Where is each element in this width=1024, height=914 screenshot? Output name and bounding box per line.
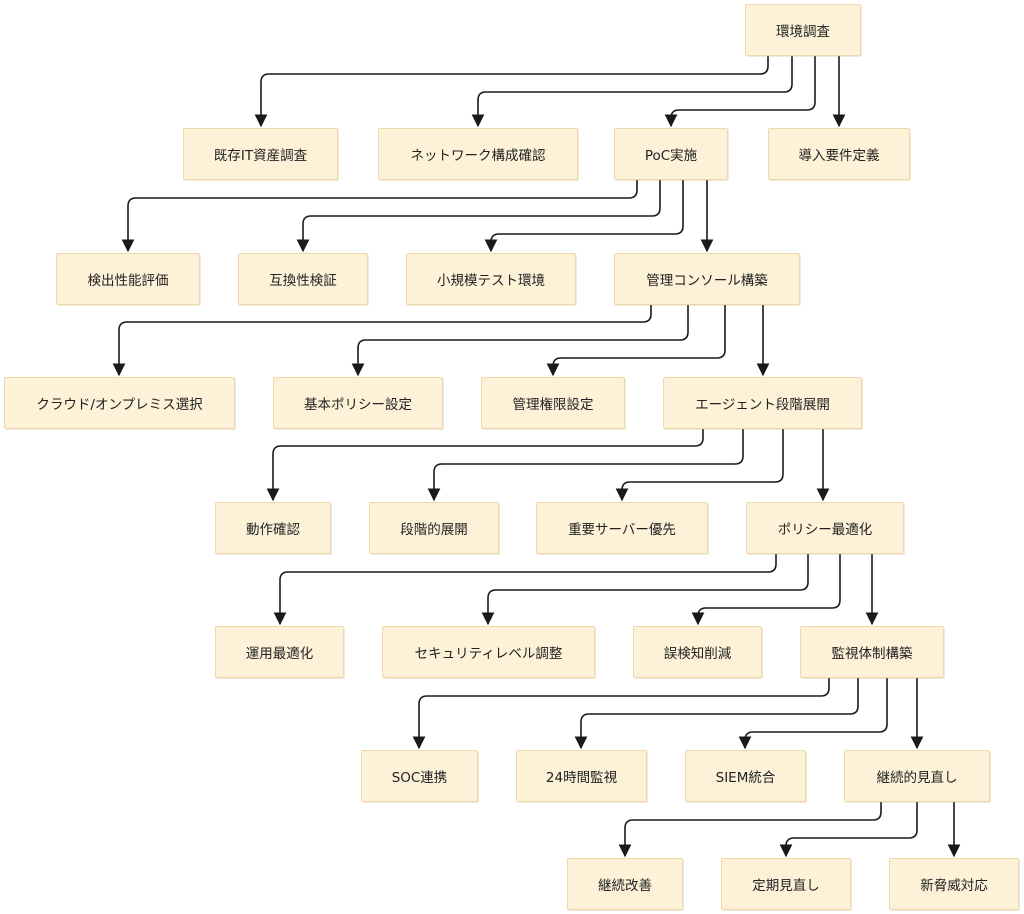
node-n24[interactable]: 継続的見直し: [844, 750, 990, 802]
node-n16[interactable]: ポリシー最適化: [746, 502, 904, 554]
edge-n16-n17: [273, 554, 777, 626]
edge-n12-n13: [266, 429, 704, 502]
node-n21[interactable]: SOC連携: [361, 750, 478, 802]
edge-n24-n25: [618, 802, 882, 858]
node-n26[interactable]: 定期見直し: [721, 858, 851, 910]
edge-n12-n15: [615, 429, 784, 502]
edge-n3-n6: [296, 180, 661, 253]
node-n5[interactable]: 検出性能評価: [56, 253, 200, 305]
edge-n8-n10: [351, 305, 689, 377]
node-n18[interactable]: セキュリティレベル調整: [382, 626, 595, 678]
edge-n8-n9: [112, 305, 652, 377]
node-n4[interactable]: 導入要件定義: [768, 128, 910, 180]
node-n19[interactable]: 誤検知削減: [633, 626, 762, 678]
node-n1[interactable]: 既存IT資産調査: [183, 128, 338, 180]
node-n2[interactable]: ネットワーク構成確認: [378, 128, 578, 180]
edge-root-n1: [254, 56, 769, 128]
edge-n24-n26: [779, 802, 918, 858]
node-n9[interactable]: クラウド/オンプレミス選択: [4, 377, 235, 429]
node-root[interactable]: 環境調査: [745, 4, 861, 56]
node-n11[interactable]: 管理権限設定: [481, 377, 625, 429]
node-n17[interactable]: 運用最適化: [215, 626, 344, 678]
edge-n16-n19: [691, 554, 841, 626]
node-n13[interactable]: 動作確認: [215, 502, 331, 554]
edge-n20-n23: [738, 678, 888, 750]
edge-root-n3: [664, 56, 816, 128]
edge-n3-n7: [484, 180, 684, 253]
node-n25[interactable]: 継続改善: [567, 858, 683, 910]
node-n20[interactable]: 監視体制構築: [800, 626, 944, 678]
node-n6[interactable]: 互換性検証: [238, 253, 368, 305]
node-n23[interactable]: SIEM統合: [685, 750, 806, 802]
node-n3[interactable]: PoC実施: [614, 128, 728, 180]
node-n14[interactable]: 段階的展開: [369, 502, 499, 554]
edge-n8-n11: [546, 305, 726, 377]
edge-n20-n21: [412, 678, 830, 750]
edge-n12-n14: [427, 429, 744, 502]
node-n15[interactable]: 重要サーバー優先: [536, 502, 708, 554]
node-n10[interactable]: 基本ポリシー設定: [273, 377, 443, 429]
edge-n20-n22: [574, 678, 859, 750]
node-n12[interactable]: エージェント段階展開: [663, 377, 862, 429]
edge-root-n2: [471, 56, 793, 128]
edge-n16-n18: [481, 554, 809, 626]
node-n7[interactable]: 小規模テスト環境: [406, 253, 576, 305]
node-n27[interactable]: 新脅威対応: [889, 858, 1019, 910]
node-n22[interactable]: 24時間監視: [516, 750, 647, 802]
edge-n3-n5: [121, 180, 638, 253]
node-n8[interactable]: 管理コンソール構築: [614, 253, 800, 305]
